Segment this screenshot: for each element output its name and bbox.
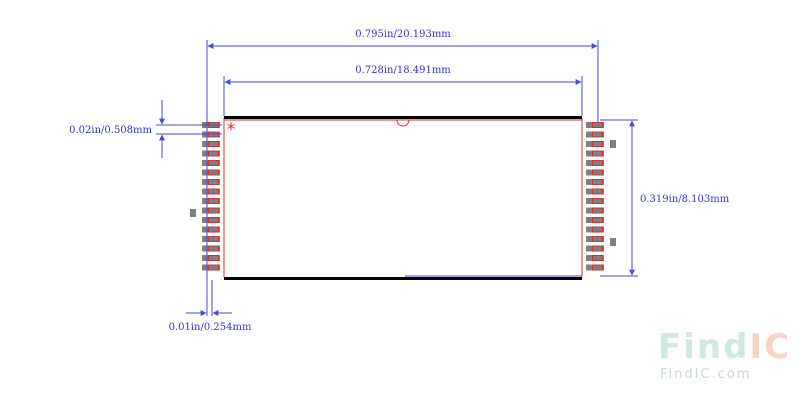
left-pad-6 xyxy=(202,169,220,176)
pin1-marker: * xyxy=(227,120,236,140)
left-pad-column xyxy=(202,122,220,271)
right-pad-outline-5 xyxy=(592,160,603,166)
left-pad-outline-14 xyxy=(208,245,219,252)
right-pad-10 xyxy=(586,207,604,214)
right-pad-5 xyxy=(586,160,604,166)
right-pad-6 xyxy=(586,169,604,176)
right-pad-outline-15 xyxy=(592,255,603,261)
right-pad-16 xyxy=(586,264,604,271)
right-pad-column xyxy=(586,122,604,271)
right-pad-outline-7 xyxy=(592,179,603,185)
left-pad-outline-6 xyxy=(208,169,219,176)
right-pad-outline-10 xyxy=(592,207,603,214)
pin-pitch-dimension: 0.02in/0.508mm xyxy=(69,100,222,158)
watermark-logo-find: Find xyxy=(658,327,749,367)
left-pad-outline-15 xyxy=(208,255,219,261)
right-pad-outline-6 xyxy=(592,169,603,176)
right-pad-8 xyxy=(586,188,604,195)
body-height-label: 0.319in/8.103mm xyxy=(640,194,730,205)
right-fiducial-top xyxy=(610,140,616,148)
left-pad-outline-5 xyxy=(208,160,219,166)
right-pad-12 xyxy=(586,226,604,233)
right-pad-outline-16 xyxy=(592,264,603,271)
right-pad-outline-11 xyxy=(592,217,603,223)
right-pad-15 xyxy=(586,255,604,261)
left-pad-outline-9 xyxy=(208,198,219,204)
left-pad-7 xyxy=(202,179,220,185)
left-pad-5 xyxy=(202,160,220,166)
left-pad-3 xyxy=(202,141,220,147)
left-pad-outline-11 xyxy=(208,217,219,223)
overall-width-dimension: 0.795in/20.193mm xyxy=(206,29,599,316)
left-pad-13 xyxy=(202,236,220,242)
pin-pitch-label: 0.02in/0.508mm xyxy=(69,125,152,136)
right-pad-4 xyxy=(586,150,604,157)
body-width-dimension: 0.728in/18.491mm xyxy=(223,65,583,116)
right-pad-3 xyxy=(586,141,604,147)
body-width-label: 0.728in/18.491mm xyxy=(355,65,451,76)
right-pad-9 xyxy=(586,198,604,204)
right-pad-outline-12 xyxy=(592,226,603,233)
right-pad-7 xyxy=(586,179,604,185)
left-pad-outline-16 xyxy=(208,264,219,271)
left-pad-8 xyxy=(202,188,220,195)
left-pad-12 xyxy=(202,226,220,233)
right-pad-14 xyxy=(586,245,604,252)
right-pad-outline-8 xyxy=(592,188,603,195)
pad-width-label: 0.01in/0.254mm xyxy=(169,322,252,333)
right-pad-11 xyxy=(586,217,604,223)
body-height-dimension: 0.319in/8.103mm xyxy=(600,119,730,277)
right-pad-2 xyxy=(586,131,604,138)
right-pad-outline-13 xyxy=(592,236,603,242)
left-pad-15 xyxy=(202,255,220,261)
right-pad-1 xyxy=(586,122,604,128)
left-pad-outline-8 xyxy=(208,188,219,195)
right-pad-outline-4 xyxy=(592,150,603,157)
body-top-edge xyxy=(224,116,582,119)
right-pad-outline-14 xyxy=(592,245,603,252)
left-pad-14 xyxy=(202,245,220,252)
left-pad-9 xyxy=(202,198,220,204)
left-pad-10 xyxy=(202,207,220,214)
pad-width-dimension: 0.01in/0.254mm xyxy=(169,280,252,333)
left-pad-outline-13 xyxy=(208,236,219,242)
right-pad-outline-1 xyxy=(592,122,603,128)
right-pad-outline-3 xyxy=(592,141,603,147)
body-bottom-edge xyxy=(224,277,582,280)
left-pad-outline-4 xyxy=(208,150,219,157)
left-fiducial xyxy=(190,209,196,217)
left-pad-4 xyxy=(202,150,220,157)
findic-watermark: FindIC FindIC.com xyxy=(658,327,791,382)
left-pad-16 xyxy=(202,264,220,271)
pin1-notch xyxy=(396,119,410,127)
right-pad-outline-2 xyxy=(592,131,603,138)
left-pad-11 xyxy=(202,217,220,223)
right-pad-outline-9 xyxy=(592,198,603,204)
left-pad-outline-10 xyxy=(208,207,219,214)
watermark-logo: FindIC xyxy=(658,327,791,367)
left-pad-outline-3 xyxy=(208,141,219,147)
watermark-logo-ic: IC xyxy=(749,327,791,367)
left-pad-outline-7 xyxy=(208,179,219,185)
watermark-url: FindIC.com xyxy=(660,367,751,382)
right-pad-13 xyxy=(586,236,604,242)
overall-width-label: 0.795in/20.193mm xyxy=(355,29,451,40)
right-fiducial-bottom xyxy=(610,238,616,246)
package-body xyxy=(223,116,583,280)
left-pad-outline-12 xyxy=(208,226,219,233)
